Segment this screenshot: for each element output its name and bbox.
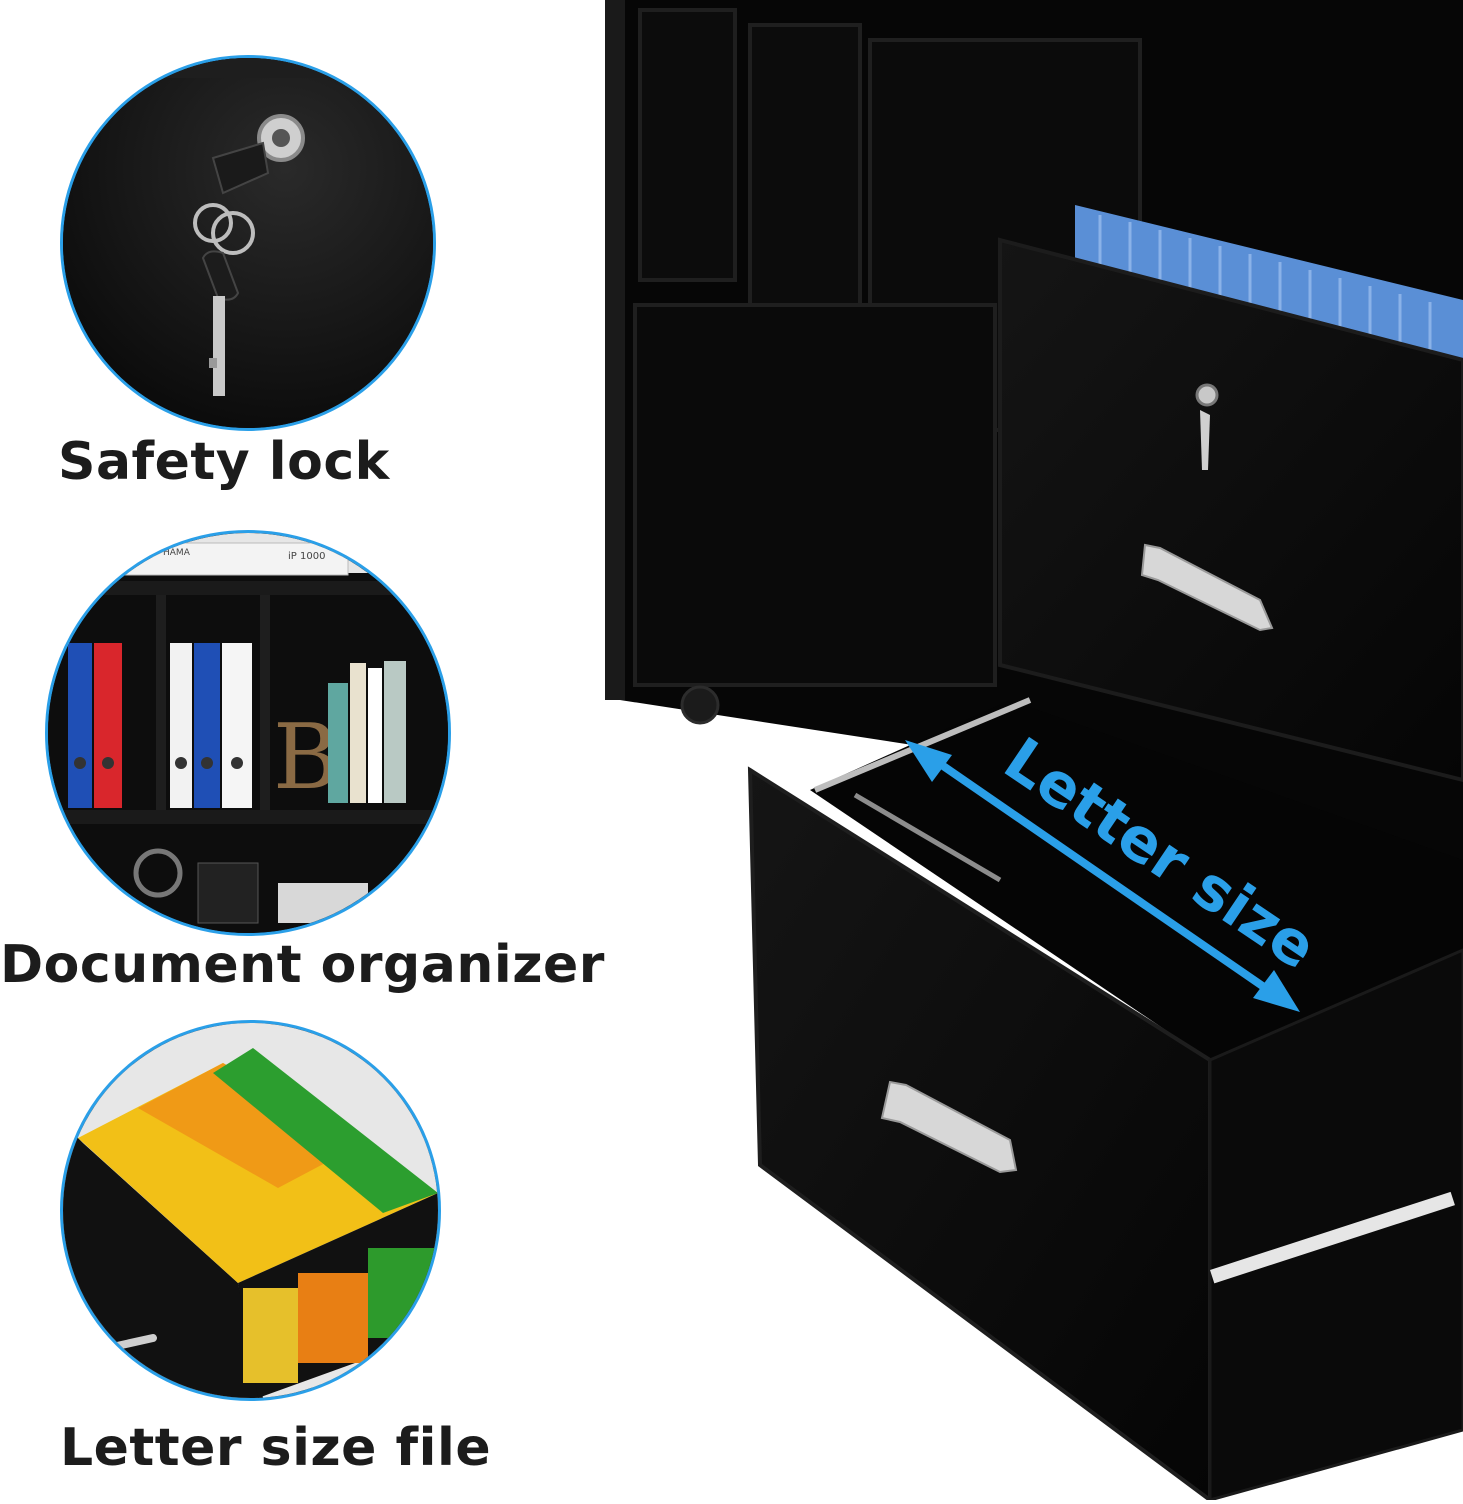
- compartment-middle: [748, 23, 862, 337]
- feature-label-safety-lock: Safety lock: [58, 432, 390, 492]
- document-organizer-circle: HAMA iP 1000 B: [45, 530, 451, 936]
- filing-cabinet-illustration: Letter size: [605, 0, 1463, 1504]
- printer-model-text: iP 1000: [288, 551, 325, 562]
- cabinet-side-edge: [605, 0, 625, 700]
- hanging-files-drawer-icon: [63, 1023, 438, 1398]
- drawer-slide-rail: [1210, 1191, 1455, 1284]
- filing-cabinet-scene: Letter size: [560, 0, 1463, 1504]
- upper-drawer-front[interactable]: [998, 237, 1463, 783]
- compartment-lower-left: [633, 303, 997, 687]
- lower-drawer-side: [1208, 948, 1463, 1502]
- feature-label-document-organizer: Document organizer: [0, 935, 605, 995]
- compartment-left-top: [638, 8, 737, 282]
- drawer-lock-icon[interactable]: [1195, 383, 1219, 407]
- caster-wheel: [680, 685, 720, 725]
- lower-drawer-handle[interactable]: [880, 1080, 1018, 1174]
- printer-brand-text: HAMA: [163, 548, 191, 558]
- letter-size-file-circle: [60, 1020, 441, 1401]
- letter-size-arrow: [917, 746, 1293, 1009]
- safety-lock-circle: [60, 55, 436, 431]
- bookshelf-binders-icon: HAMA iP 1000 B: [48, 533, 448, 933]
- drawer-rail-side: [853, 792, 1002, 883]
- drawer-key-icon: [1200, 410, 1210, 470]
- drawer-rail: [813, 697, 1032, 793]
- lock-key-icon: [63, 58, 433, 428]
- arrow-head-start: [905, 740, 952, 782]
- upper-drawer-handle[interactable]: [1140, 543, 1274, 632]
- feature-label-letter-size-file: Letter size file: [60, 1418, 492, 1478]
- arrow-head-end: [1253, 970, 1300, 1012]
